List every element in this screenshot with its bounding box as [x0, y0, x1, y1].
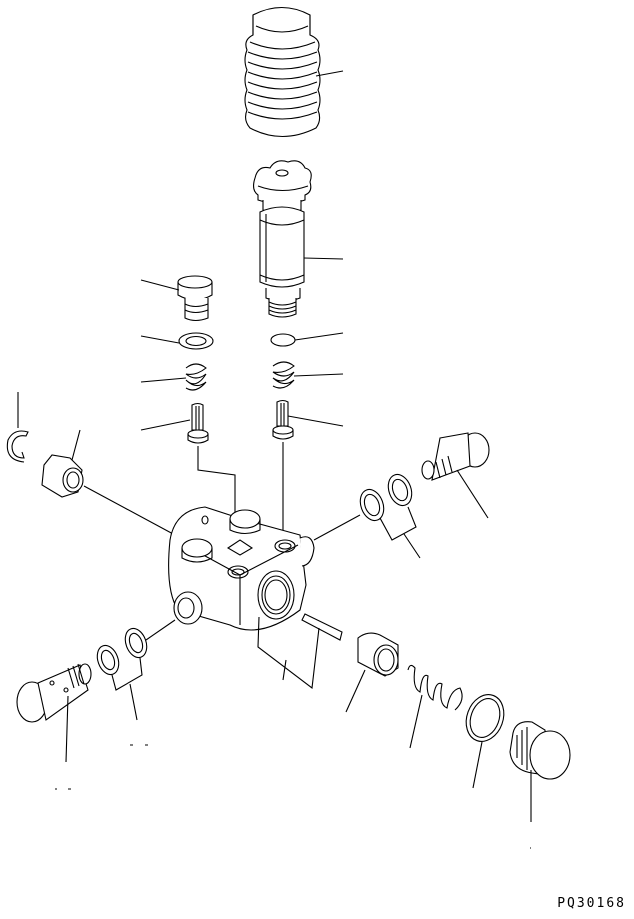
snap-ring [6, 392, 29, 463]
spring-right [272, 361, 344, 389]
bellows-cover [244, 6, 344, 137]
priming-pump [252, 160, 344, 318]
o-ring-right [270, 332, 344, 347]
spring-piston [407, 664, 463, 749]
spring-left [140, 363, 207, 391]
valve-right [272, 399, 344, 440]
plug-bottom-right [509, 721, 571, 822]
reference-marks [55, 744, 531, 849]
plug-top-left [140, 275, 213, 322]
gasket-plug [465, 694, 505, 789]
valve-left [140, 402, 209, 444]
pin [257, 613, 343, 690]
strainer-nut [41, 429, 176, 536]
gaskets-left [96, 619, 176, 721]
gaskets-right [313, 473, 421, 559]
banjo-bolt-left [16, 663, 92, 763]
piston [345, 632, 399, 713]
pump-body [168, 506, 315, 631]
banjo-bolt-right [421, 432, 490, 519]
drawing-code: PQ30168 [557, 896, 626, 911]
washer-left [140, 332, 214, 350]
